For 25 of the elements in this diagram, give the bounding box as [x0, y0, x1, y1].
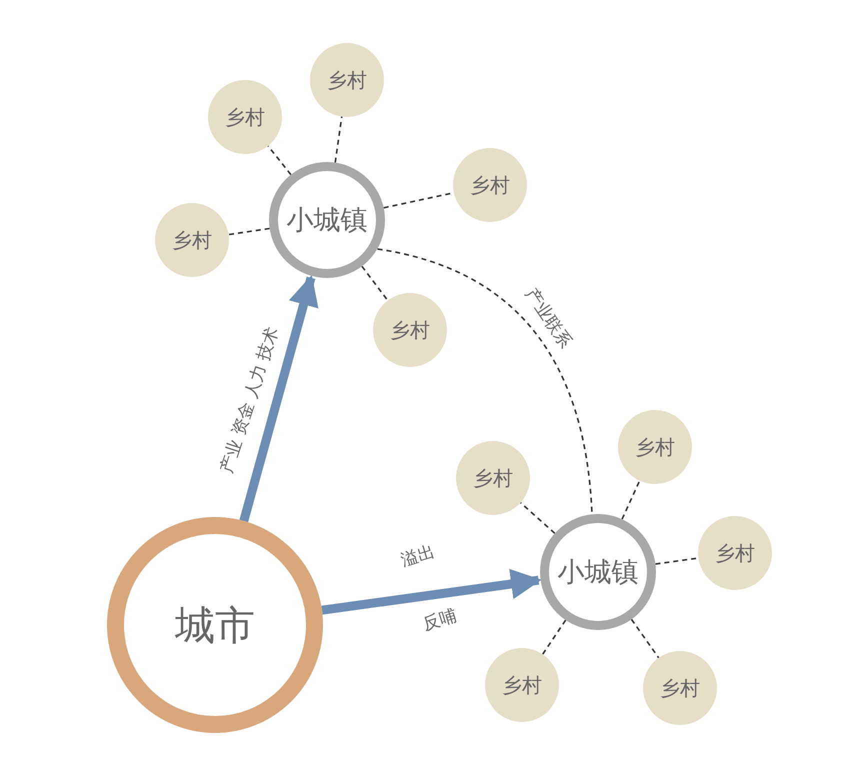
connector-line — [621, 480, 640, 520]
connector-line — [630, 618, 660, 658]
connector-line — [377, 248, 593, 514]
connector-line — [334, 116, 343, 163]
village-circle: 乡村 — [485, 648, 559, 722]
village-circle: 乡村 — [453, 148, 527, 222]
village-circle: 乡村 — [643, 651, 717, 725]
village-circle: 乡村 — [310, 43, 384, 117]
connector-line — [267, 145, 292, 176]
arrow — [321, 568, 542, 615]
city-circle: 城市 — [107, 517, 323, 733]
connector-line — [655, 557, 698, 565]
arrow — [239, 274, 318, 522]
village-circle: 乡村 — [373, 293, 447, 367]
town-circle: 小城镇 — [269, 162, 385, 278]
village-circle: 乡村 — [456, 441, 530, 515]
village-circle: 乡村 — [698, 516, 772, 590]
town-circle: 小城镇 — [540, 514, 656, 630]
village-circle: 乡村 — [208, 80, 282, 154]
village-circle: 乡村 — [618, 410, 692, 484]
village-circle: 乡村 — [155, 203, 229, 277]
connector-line — [542, 620, 566, 655]
connector-line — [361, 266, 388, 301]
connector-line — [228, 228, 270, 236]
connector-line — [520, 502, 556, 534]
